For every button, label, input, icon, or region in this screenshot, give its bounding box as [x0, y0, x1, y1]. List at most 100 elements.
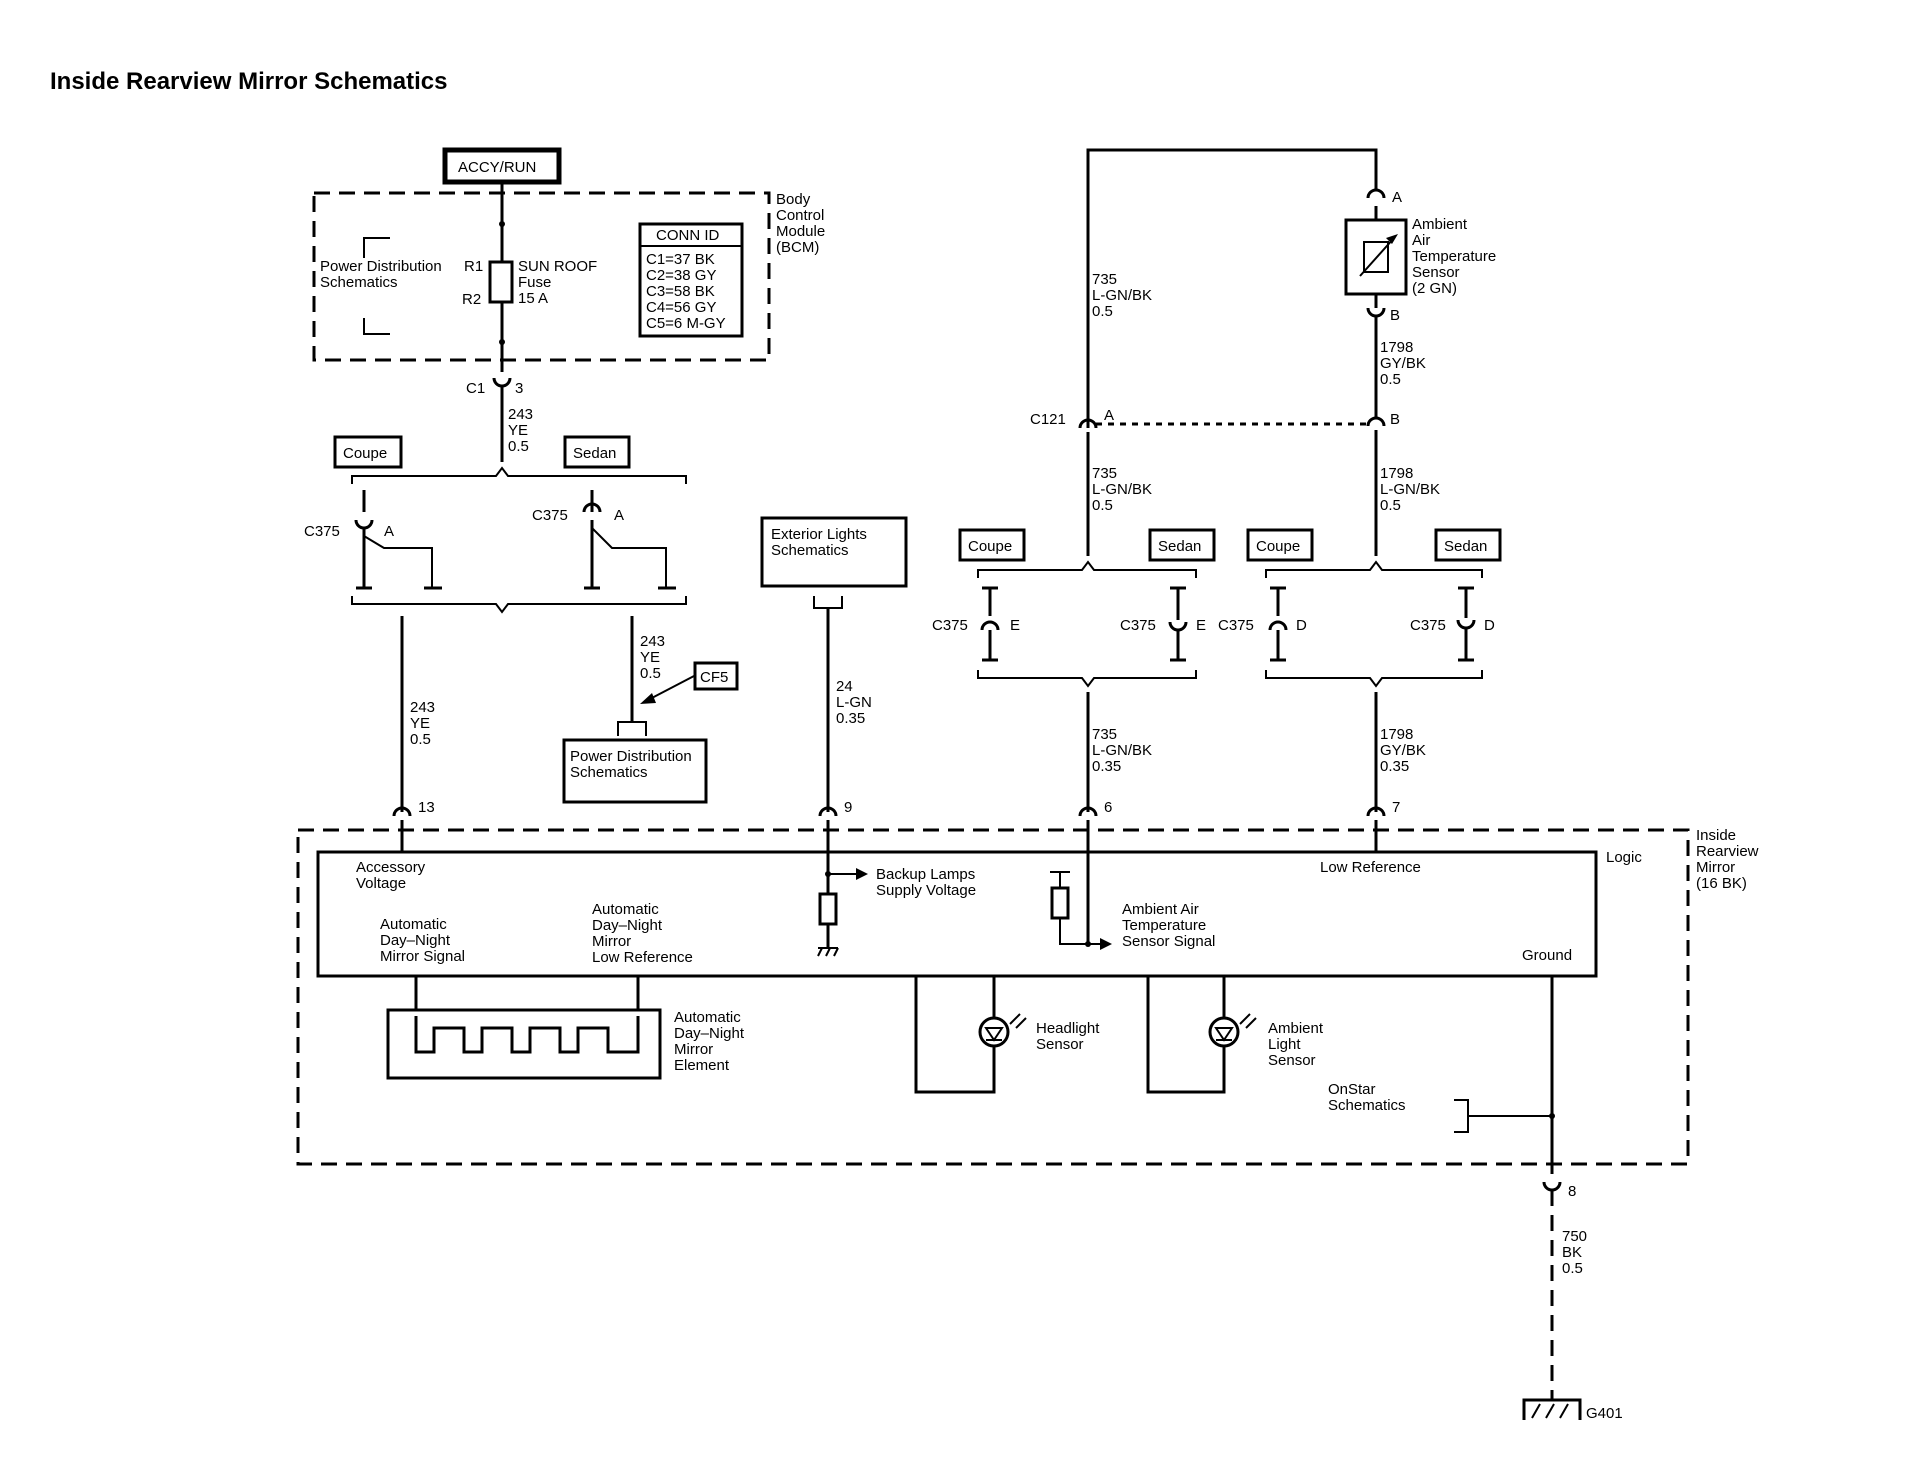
svg-text:Exterior Lights: Exterior Lights: [771, 526, 867, 543]
backup-lamps-supply-label: Backup Lamps Supply Voltage: [876, 866, 976, 899]
option-brace-d-top: [1265, 560, 1483, 578]
svg-text:Module: Module: [776, 223, 825, 240]
svg-text:Sensor: Sensor: [1412, 264, 1460, 281]
svg-text:Mirror: Mirror: [1696, 859, 1735, 876]
accy-run-label: ACCY/RUN: [442, 147, 562, 185]
svg-text:8: 8: [1568, 1183, 1576, 1200]
option-brace-left-bottom: [351, 596, 687, 614]
svg-text:D: D: [1484, 617, 1495, 634]
option-coupe-left: Coupe: [333, 435, 403, 469]
svg-text:Schematics: Schematics: [320, 274, 398, 291]
svg-text:243: 243: [508, 406, 533, 423]
svg-text:YE: YE: [410, 715, 430, 732]
svg-text:Backup Lamps: Backup Lamps: [876, 866, 975, 883]
svg-text:1798: 1798: [1380, 726, 1413, 743]
svg-text:A: A: [1104, 407, 1114, 424]
sunroof-fuse: [488, 260, 514, 304]
option-coupe-d: Coupe: [1246, 528, 1314, 562]
ambient-sensor-pin-a: [1366, 188, 1386, 199]
svg-text:E: E: [1010, 617, 1020, 634]
svg-text:15 A: 15 A: [518, 290, 548, 307]
svg-text:L-GN: L-GN: [836, 694, 872, 711]
svg-text:Temperature: Temperature: [1412, 248, 1496, 265]
onstar-bracket: [1454, 1099, 1469, 1133]
mirror-name: Inside Rearview Mirror (16 BK): [1696, 827, 1759, 892]
option-sedan-left: Sedan: [563, 435, 631, 469]
svg-text:E: E: [1196, 617, 1206, 634]
svg-text:L-GN/BK: L-GN/BK: [1380, 481, 1440, 498]
svg-text:Sedan: Sedan: [1158, 538, 1201, 555]
ambient-light-sensor-label: Ambient Light Sensor: [1268, 1020, 1324, 1069]
bcm-name: Body Control Module (BCM): [776, 191, 825, 256]
option-brace-e-top: [977, 560, 1197, 578]
ambient-air-signal-arrow: [1100, 938, 1112, 950]
svg-text:Fuse: Fuse: [518, 274, 551, 291]
svg-text:(16 BK): (16 BK): [1696, 875, 1747, 892]
svg-text:Ambient: Ambient: [1412, 216, 1468, 233]
c121-pin-b: [1366, 416, 1386, 427]
svg-text:Ambient Air: Ambient Air: [1122, 901, 1199, 918]
inside-rearview-mirror-outline: [296, 828, 1690, 1166]
wire-1798-lgn-0.5: 1798 L-GN/BK 0.5: [1380, 465, 1440, 514]
svg-text:0.5: 0.5: [1562, 1260, 1583, 1277]
wire-243-ye-0.5-pd: 243 YE 0.5: [640, 633, 665, 682]
svg-text:Coupe: Coupe: [343, 445, 387, 462]
option-coupe-e: Coupe: [958, 528, 1026, 562]
svg-text:Sensor: Sensor: [1036, 1036, 1084, 1053]
ground-g401-symbol: [1522, 1398, 1582, 1420]
svg-text:L-GN/BK: L-GN/BK: [1092, 481, 1152, 498]
svg-text:Schematics: Schematics: [1328, 1097, 1406, 1114]
svg-text:B: B: [1390, 307, 1400, 324]
option-sedan-e: Sedan: [1148, 528, 1216, 562]
low-reference-label: Low Reference: [1320, 859, 1421, 876]
svg-text:6: 6: [1104, 799, 1112, 816]
svg-text:C4=56 GY: C4=56 GY: [646, 299, 716, 316]
svg-text:Rearview: Rearview: [1696, 843, 1759, 860]
svg-text:OnStar: OnStar: [1328, 1081, 1376, 1098]
mirror-pin-9: [818, 806, 838, 817]
onstar-ref: OnStar Schematics: [1328, 1081, 1406, 1114]
svg-text:735: 735: [1092, 465, 1117, 482]
svg-text:Sedan: Sedan: [1444, 538, 1487, 555]
svg-text:Sensor Signal: Sensor Signal: [1122, 933, 1215, 950]
svg-text:Inside: Inside: [1696, 827, 1736, 844]
svg-text:24: 24: [836, 678, 853, 695]
svg-text:C5=6 M-GY: C5=6 M-GY: [646, 315, 726, 332]
bcm-pd-ref: Power Distribution Schematics: [320, 258, 442, 291]
wire-243-ye-0.5-top: 243 YE 0.5: [508, 406, 533, 455]
ambient-light-sensor: [1208, 1013, 1257, 1048]
svg-text:9: 9: [844, 799, 852, 816]
svg-text:Sedan: Sedan: [573, 445, 616, 462]
svg-text:735: 735: [1092, 726, 1117, 743]
svg-text:Schematics: Schematics: [570, 764, 648, 781]
svg-text:0.5: 0.5: [410, 731, 431, 748]
ambient-sensor-pin-b: [1366, 307, 1386, 318]
svg-text:A: A: [384, 523, 394, 540]
svg-text:Day–Night: Day–Night: [592, 917, 663, 934]
svg-text:Headlight: Headlight: [1036, 1020, 1100, 1037]
mirror-logic-box: [316, 850, 1598, 978]
svg-text:Sensor: Sensor: [1268, 1052, 1316, 1069]
svg-text:C375: C375: [304, 523, 340, 540]
exterior-lights-ref-box: Exterior Lights Schematics: [760, 516, 908, 588]
option-brace-d-bottom: [1265, 670, 1483, 688]
adn-mirror-element-label: Automatic Day–Night Mirror Element: [674, 1009, 745, 1074]
svg-text:Automatic: Automatic: [380, 916, 447, 933]
svg-text:243: 243: [640, 633, 665, 650]
svg-text:C375: C375: [1120, 617, 1156, 634]
pd-bracket-lower: [617, 721, 647, 736]
svg-text:Mirror Signal: Mirror Signal: [380, 948, 465, 965]
svg-text:L-GN/BK: L-GN/BK: [1092, 287, 1152, 304]
svg-text:Element: Element: [674, 1057, 730, 1074]
logic-label: Logic: [1606, 849, 1642, 866]
svg-text:1798: 1798: [1380, 339, 1413, 356]
fuse-label: SUN ROOF Fuse 15 A: [518, 258, 597, 307]
bcm-pd-bracket-bottom: [363, 318, 390, 335]
c375-a-sedan-connector: [582, 502, 602, 513]
svg-text:C2=38 GY: C2=38 GY: [646, 267, 716, 284]
svg-text:Temperature: Temperature: [1122, 917, 1206, 934]
conn-id-table: CONN ID C1=37 BK C2=38 GY C3=58 BK C4=56…: [638, 222, 744, 338]
mirror-pin-8: [1542, 1181, 1562, 1192]
svg-text:L-GN/BK: L-GN/BK: [1092, 742, 1152, 759]
